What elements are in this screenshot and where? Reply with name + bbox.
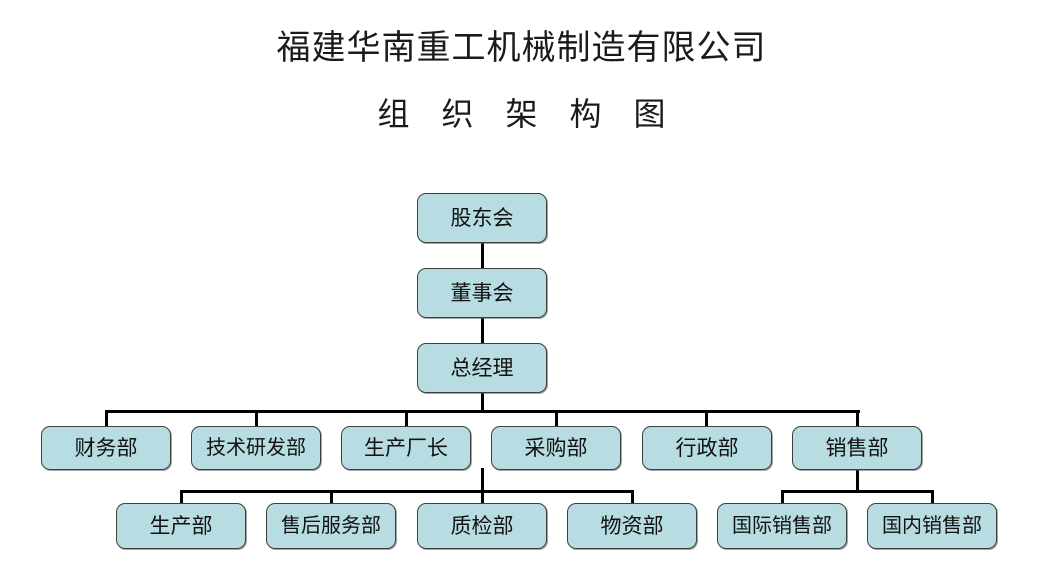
chart-title-subtitle: 组 织 架 构 图 [377, 96, 678, 132]
connector-drop-finance [105, 410, 108, 427]
node-shareholders-meeting[interactable]: 股东会 [417, 193, 547, 243]
node-international-sales-department[interactable]: 国际销售部 [717, 503, 847, 549]
connector-drop-rnd [255, 410, 258, 427]
node-finance-department[interactable]: 财务部 [41, 426, 171, 470]
node-production-plant-manager[interactable]: 生产厂长 [341, 426, 471, 470]
connector-board-to-gm [481, 318, 484, 343]
connector-production-children-bus [181, 490, 633, 493]
node-after-sales-service-department[interactable]: 售后服务部 [266, 503, 396, 549]
node-domestic-sales-department[interactable]: 国内销售部 [867, 503, 997, 549]
connector-drop-production-dept [180, 490, 183, 504]
node-materials-department[interactable]: 物资部 [567, 503, 697, 549]
connector-shareholders-to-board [481, 243, 484, 268]
node-sales-department[interactable]: 销售部 [792, 426, 922, 470]
connector-production-manager-drop [481, 468, 484, 492]
connector-drop-sales [856, 410, 859, 427]
connector-drop-production-manager [405, 410, 408, 427]
node-technology-rnd-department[interactable]: 技术研发部 [191, 426, 321, 470]
chart-title-company: 福建华南重工机械制造有限公司 [276, 30, 767, 67]
node-procurement-department[interactable]: 采购部 [491, 426, 621, 470]
connector-drop-administration [705, 410, 708, 427]
node-general-manager[interactable]: 总经理 [417, 343, 547, 393]
connector-drop-procurement [555, 410, 558, 427]
connector-level4-bus [106, 410, 860, 413]
connector-gm-drop [481, 393, 484, 412]
connector-sales-children-bus [781, 490, 933, 493]
connector-drop-materials [631, 490, 634, 504]
node-production-department[interactable]: 生产部 [116, 503, 246, 549]
connector-sales-drop [856, 468, 859, 492]
connector-drop-domestic-sales [931, 490, 934, 504]
connector-drop-aftersales [330, 490, 333, 504]
node-quality-inspection-department[interactable]: 质检部 [417, 503, 547, 549]
connector-drop-quality [481, 490, 484, 504]
connector-drop-intl-sales [781, 490, 784, 504]
node-board-of-directors[interactable]: 董事会 [417, 268, 547, 318]
node-administration-department[interactable]: 行政部 [642, 426, 772, 470]
